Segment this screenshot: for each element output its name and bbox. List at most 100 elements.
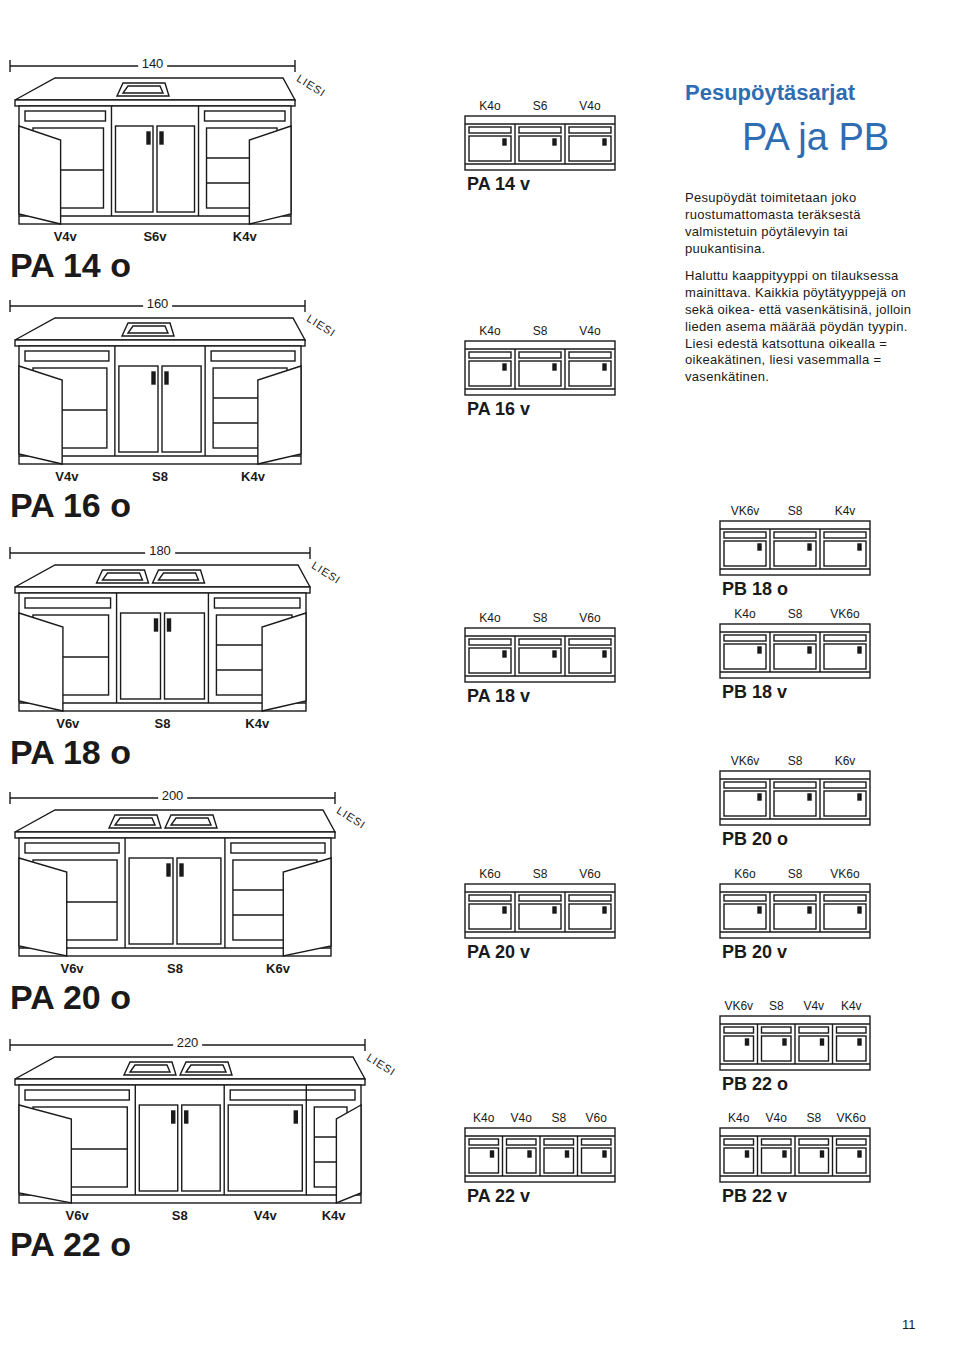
model-name: PA 22 v	[467, 1186, 530, 1207]
unit-code: K4v	[841, 1000, 862, 1014]
cabinet-divider	[832, 1024, 833, 1064]
dimension-label: 160	[143, 297, 173, 312]
closed-door	[129, 858, 173, 944]
unit-code: K4o	[479, 612, 500, 626]
drawer	[774, 782, 816, 788]
cabinet-divider	[204, 346, 205, 456]
door-handle	[160, 132, 163, 144]
door	[582, 1148, 612, 1173]
open-door	[19, 366, 62, 464]
door-handle	[808, 544, 811, 550]
unit-code: K4v	[245, 717, 269, 732]
door	[519, 648, 561, 673]
door	[519, 361, 561, 386]
unit-code: V6o	[579, 868, 600, 882]
plinth	[465, 675, 615, 676]
open-door	[19, 1105, 71, 1203]
cabinet-body	[19, 1085, 361, 1203]
unit-code: VK6v	[731, 505, 760, 519]
door-handle	[566, 1151, 569, 1157]
cabinet-divider	[769, 632, 770, 672]
unit-code: K6v	[835, 755, 856, 769]
unit-code: S8	[533, 612, 548, 626]
drawer	[762, 1139, 792, 1145]
cabinet-divider	[502, 1136, 503, 1176]
drawer	[724, 895, 766, 901]
front-view	[465, 1128, 615, 1182]
door-handle	[152, 372, 155, 384]
cabinet-divider	[223, 1085, 224, 1195]
drawer	[582, 1139, 612, 1145]
stove-label: LIESI	[294, 72, 328, 100]
dimension-tick	[304, 300, 305, 312]
door-handle	[746, 1039, 749, 1045]
countertop-edge	[720, 891, 870, 892]
unit-code: K4v	[322, 1209, 346, 1224]
cabinet-divider	[832, 1136, 833, 1176]
door-handle	[185, 1111, 188, 1123]
door	[799, 1148, 829, 1173]
door	[519, 904, 561, 929]
closed-door	[139, 1105, 177, 1191]
dimension-label: 220	[173, 1036, 203, 1051]
sink-bowl	[122, 323, 174, 336]
countertop-edge	[720, 631, 870, 632]
unit-code: V4o	[511, 1112, 532, 1126]
drawer	[469, 639, 511, 645]
sink-bowl-inner	[128, 326, 168, 333]
door-handle	[808, 794, 811, 800]
sink-bowl	[180, 1062, 232, 1075]
drawer	[469, 352, 511, 358]
drawer	[519, 639, 561, 645]
model-name: PA 14 v	[467, 174, 530, 195]
plinth	[720, 931, 870, 932]
unit-code: S8	[172, 1209, 188, 1224]
drawer	[211, 351, 295, 361]
front-view	[465, 628, 615, 682]
cabinet-divider	[769, 892, 770, 932]
door-handle	[758, 647, 761, 653]
door	[774, 644, 816, 669]
sink-bowl	[97, 570, 149, 583]
cabinet-divider	[819, 779, 820, 819]
countertop-edge	[15, 1079, 365, 1085]
door-handle	[783, 1151, 786, 1157]
drawer	[25, 598, 111, 608]
unit-code: V4v	[54, 230, 77, 245]
page-number: 11	[902, 1318, 916, 1333]
drawer	[837, 1139, 867, 1145]
sink-bowl-inner	[103, 573, 143, 580]
door	[569, 136, 611, 161]
cabinet-body	[19, 838, 331, 956]
countertop-edge	[465, 891, 615, 892]
drawer	[230, 1090, 355, 1100]
cabinet-divider	[198, 106, 199, 216]
door	[774, 904, 816, 929]
cabinet-divider	[769, 779, 770, 819]
sink-bowl-inner	[159, 573, 199, 580]
unit-code: V6o	[579, 612, 600, 626]
door	[507, 1148, 537, 1173]
cabinet-divider	[819, 529, 820, 569]
model-name: PA 16 o	[10, 486, 131, 525]
sink-bowl	[153, 570, 205, 583]
unit-code: S8	[533, 325, 548, 339]
unit-code: S8	[806, 1112, 821, 1126]
closed-door	[119, 366, 158, 452]
door-handle	[758, 794, 761, 800]
cabinet-divider	[564, 124, 565, 164]
unit-code: V4v	[55, 470, 78, 485]
door-handle	[858, 794, 861, 800]
front-view	[720, 771, 870, 825]
unit-code: V6v	[60, 962, 83, 977]
front-view	[720, 624, 870, 678]
unit-code: S6	[533, 100, 548, 114]
door-handle	[165, 372, 168, 384]
dimension-tick	[9, 792, 10, 804]
unit-code: VK6o	[837, 1112, 866, 1126]
cabinet-divider	[794, 1136, 795, 1176]
plinth	[720, 671, 870, 672]
unit-code: S8	[788, 755, 803, 769]
unit-code: K6v	[266, 962, 290, 977]
cabinet-body	[19, 346, 301, 464]
